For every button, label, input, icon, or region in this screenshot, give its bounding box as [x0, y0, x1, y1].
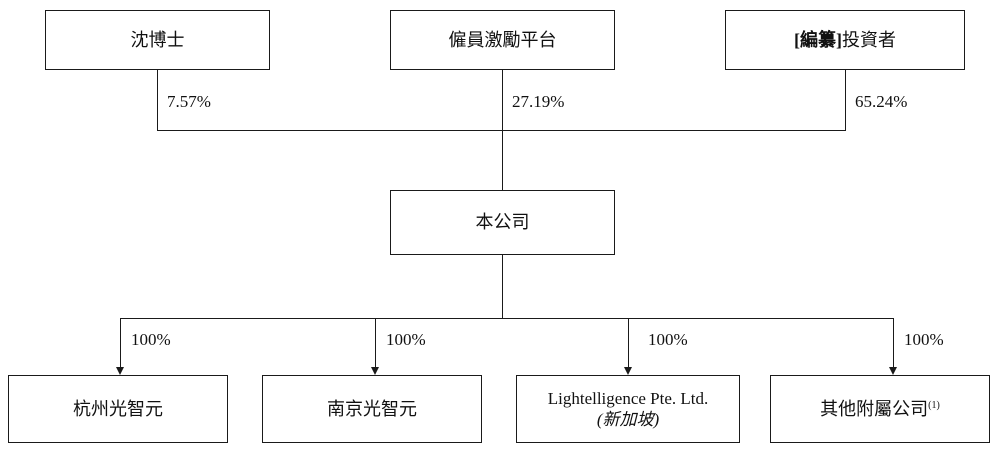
- company-label: 本公司: [475, 212, 530, 233]
- footnote-marker: (1): [928, 399, 940, 411]
- shareholder-label-investors: [編纂]投資者: [794, 29, 896, 52]
- redacted-marker: [編纂]: [794, 29, 842, 50]
- arrow-down-icon-hangzhou: [116, 367, 124, 375]
- connector-hline-top: [157, 130, 846, 131]
- connector-vline-company: [502, 255, 503, 318]
- subsidiary-box-hangzhou: 杭州光智元: [8, 375, 228, 443]
- connector-hline-bottom: [120, 318, 894, 319]
- shareholder-box-employee-incentive-platform: 僱員激勵平台: [390, 10, 615, 70]
- ownership-percent-investors: 65.24%: [855, 92, 908, 111]
- connector-vline-dr-shen: [157, 70, 158, 130]
- connector-vline-hangzhou: [120, 318, 121, 368]
- subsidiary-label-nanjing: 南京光智元: [327, 398, 417, 419]
- ownership-percent-dr-shen: 7.57%: [167, 92, 211, 111]
- connector-vline-investors: [845, 70, 846, 130]
- shareholder-box-dr-shen: 沈博士: [45, 10, 270, 70]
- ownership-percent-singapore: 100%: [648, 330, 688, 349]
- arrow-down-icon-nanjing: [371, 367, 379, 375]
- arrow-down-icon-singapore: [624, 367, 632, 375]
- ownership-percent-hangzhou: 100%: [131, 330, 171, 349]
- subsidiary-box-other: 其他附屬公司(1): [770, 375, 990, 443]
- subsidiary-label-other-text: 其他附屬公司: [820, 398, 929, 419]
- subsidiary-label-singapore-line2: (新加坡): [596, 410, 660, 429]
- connector-vline-singapore: [628, 318, 629, 368]
- shareholder-label-employee-incentive-platform: 僱員激勵平台: [448, 29, 557, 50]
- ownership-percent-nanjing: 100%: [386, 330, 426, 349]
- subsidiary-box-nanjing: 南京光智元: [262, 375, 482, 443]
- ownership-percent-employee-platform: 27.19%: [512, 92, 565, 111]
- shareholder-box-investors: [編纂]投資者: [725, 10, 965, 70]
- subsidiary-label-singapore-line1: Lightelligence Pte. Ltd.: [547, 388, 709, 408]
- subsidiary-box-singapore: Lightelligence Pte. Ltd. (新加坡): [516, 375, 740, 443]
- arrow-down-icon-other: [889, 367, 897, 375]
- connector-vline-other: [893, 318, 894, 368]
- company-box: 本公司: [390, 190, 615, 255]
- subsidiary-label-hangzhou: 杭州光智元: [73, 398, 163, 419]
- investors-text: 投資者: [842, 29, 896, 50]
- connector-vline-nanjing: [375, 318, 376, 368]
- ownership-percent-other: 100%: [904, 330, 944, 349]
- subsidiary-label-other: 其他附屬公司(1): [820, 398, 940, 421]
- shareholder-label-dr-shen: 沈博士: [130, 29, 185, 50]
